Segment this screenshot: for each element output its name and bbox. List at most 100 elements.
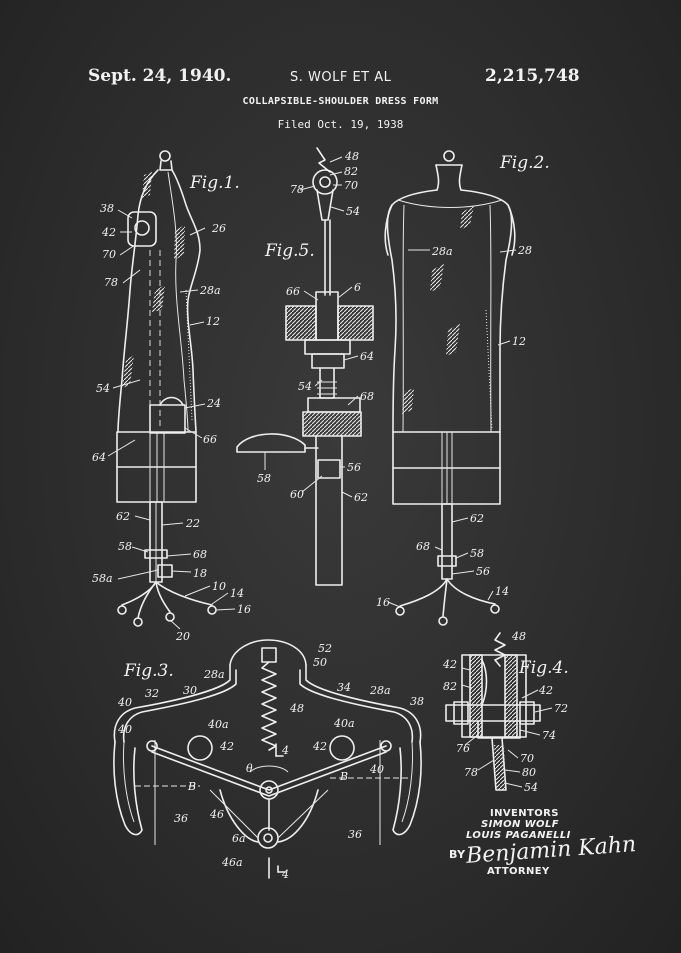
ref-numeral: 70 bbox=[344, 179, 358, 192]
ref-numeral: 12 bbox=[206, 315, 220, 328]
ref-numeral: 18 bbox=[193, 567, 207, 580]
ref-numeral: 54 bbox=[524, 781, 538, 794]
ref-numeral: 48 bbox=[344, 150, 359, 163]
ref-numeral: θ bbox=[246, 762, 253, 775]
figure-1-side-view bbox=[107, 150, 236, 630]
figure-5-mechanism bbox=[236, 147, 374, 586]
ref-numeral: 74 bbox=[542, 729, 556, 742]
ref-numeral: 80 bbox=[522, 766, 536, 779]
ref-numeral: 48 bbox=[511, 630, 526, 643]
ref-numeral: 40a bbox=[207, 718, 229, 731]
ref-numeral: 52 bbox=[318, 642, 332, 655]
ref-numeral: 36 bbox=[348, 828, 362, 841]
ref-numeral: 68 bbox=[193, 548, 207, 561]
ref-numeral: 28a bbox=[431, 245, 453, 258]
ref-numeral: 82 bbox=[443, 680, 457, 693]
ref-numeral: 24 bbox=[206, 397, 221, 410]
ref-numeral: 6 bbox=[354, 281, 361, 294]
by-label: BY bbox=[449, 848, 466, 861]
patent-title: COLLAPSIBLE-SHOULDER DRESS FORM bbox=[242, 96, 439, 107]
ref-numeral: 78 bbox=[464, 766, 478, 779]
ref-numeral: 42 bbox=[538, 684, 553, 697]
patent-number: 2,215,748 bbox=[485, 66, 580, 86]
figure-5-label: Fig.5. bbox=[264, 241, 315, 261]
ref-numeral: 38 bbox=[100, 202, 114, 215]
ref-numeral: 4 bbox=[281, 868, 289, 881]
ref-numeral: 6a bbox=[232, 832, 246, 845]
ref-numeral: 12 bbox=[512, 335, 526, 348]
figure-2-front-view bbox=[384, 150, 517, 626]
ref-numeral: 78 bbox=[290, 183, 304, 196]
ref-numeral: 16 bbox=[237, 603, 251, 616]
ref-numeral: 70 bbox=[102, 248, 116, 261]
ref-numeral: 28a bbox=[203, 668, 225, 681]
ref-numeral: 14 bbox=[230, 587, 244, 600]
ref-numeral: 40 bbox=[369, 763, 384, 776]
ref-numeral: 56 bbox=[476, 565, 490, 578]
ref-numeral: 68 bbox=[416, 540, 430, 553]
ref-numeral: 26 bbox=[211, 222, 226, 235]
figure-2-label: Fig.2. bbox=[499, 153, 550, 173]
ref-numeral: 54 bbox=[96, 382, 110, 395]
ref-numeral: 42 bbox=[101, 226, 116, 239]
inventor-heading: S. WOLF ET AL bbox=[290, 70, 392, 85]
ref-numeral: 70 bbox=[520, 752, 534, 765]
patent-date: Sept. 24, 1940. bbox=[88, 66, 232, 86]
ref-numeral: 66 bbox=[203, 433, 217, 446]
ref-numeral: 4 bbox=[281, 744, 289, 757]
ref-numeral: 40 bbox=[117, 723, 132, 736]
ref-numeral: 46 bbox=[209, 808, 224, 821]
filed-date: Filed Oct. 19, 1938 bbox=[277, 118, 404, 131]
ref-numeral: 28a bbox=[199, 284, 221, 297]
ref-numeral: 58 bbox=[118, 540, 132, 553]
ref-numeral: 10 bbox=[212, 580, 226, 593]
ref-numeral: 78 bbox=[104, 276, 118, 289]
ref-numeral: 28 bbox=[517, 244, 532, 257]
ref-numeral: 58 bbox=[257, 472, 271, 485]
ref-numeral: 40a bbox=[333, 717, 355, 730]
figure-3-label: Fig.3. bbox=[123, 661, 174, 681]
ref-numeral: 64 bbox=[92, 451, 106, 464]
ref-numeral: 58 bbox=[470, 547, 484, 560]
ref-numeral: 54 bbox=[298, 380, 312, 393]
ref-numeral: 72 bbox=[554, 702, 568, 715]
ref-numeral: 64 bbox=[360, 350, 374, 363]
ref-numeral: 42 bbox=[219, 740, 234, 753]
ref-numeral: 42 bbox=[312, 740, 327, 753]
ref-numeral: 16 bbox=[376, 596, 390, 609]
ref-numeral: 68 bbox=[360, 390, 374, 403]
ref-numeral: 62 bbox=[470, 512, 484, 525]
ref-numeral: B bbox=[187, 780, 196, 793]
figure-4-label: Fig.4. bbox=[518, 658, 569, 678]
figure-1-label: Fig.1. bbox=[189, 173, 240, 193]
ref-numeral: 60 bbox=[290, 488, 304, 501]
ref-numeral: 34 bbox=[337, 681, 351, 694]
ref-numeral: 50 bbox=[313, 656, 327, 669]
attorney-label: ATTORNEY bbox=[487, 866, 550, 877]
figure-4-detail bbox=[445, 632, 553, 791]
inventors-label: INVENTORS bbox=[490, 808, 559, 819]
ref-numeral: B bbox=[339, 770, 348, 783]
inventor-name-2: LOUIS PAGANELLI bbox=[466, 830, 571, 841]
ref-numeral: 30 bbox=[183, 684, 197, 697]
ref-numeral: 48 bbox=[289, 702, 304, 715]
ref-numeral: 82 bbox=[344, 165, 358, 178]
ref-numeral: 46a bbox=[221, 856, 243, 869]
ref-numeral: 40 bbox=[117, 696, 132, 709]
ref-numeral: 76 bbox=[456, 742, 470, 755]
ref-numeral: 36 bbox=[174, 812, 188, 825]
ref-numeral: 14 bbox=[495, 585, 509, 598]
figure-3-shoulder-mechanism bbox=[113, 639, 422, 879]
ref-numeral: 20 bbox=[175, 630, 190, 643]
ref-numeral: 28a bbox=[369, 684, 391, 697]
ref-numeral: 56 bbox=[347, 461, 361, 474]
ref-numeral: 58a bbox=[92, 572, 113, 585]
inventor-name-1: SIMON WOLF bbox=[481, 819, 559, 830]
ref-numeral: 42 bbox=[442, 658, 457, 671]
ref-numeral: 54 bbox=[346, 205, 360, 218]
ref-numeral: 32 bbox=[145, 687, 159, 700]
ref-numeral: 62 bbox=[116, 510, 130, 523]
ref-numeral: 38 bbox=[410, 695, 424, 708]
